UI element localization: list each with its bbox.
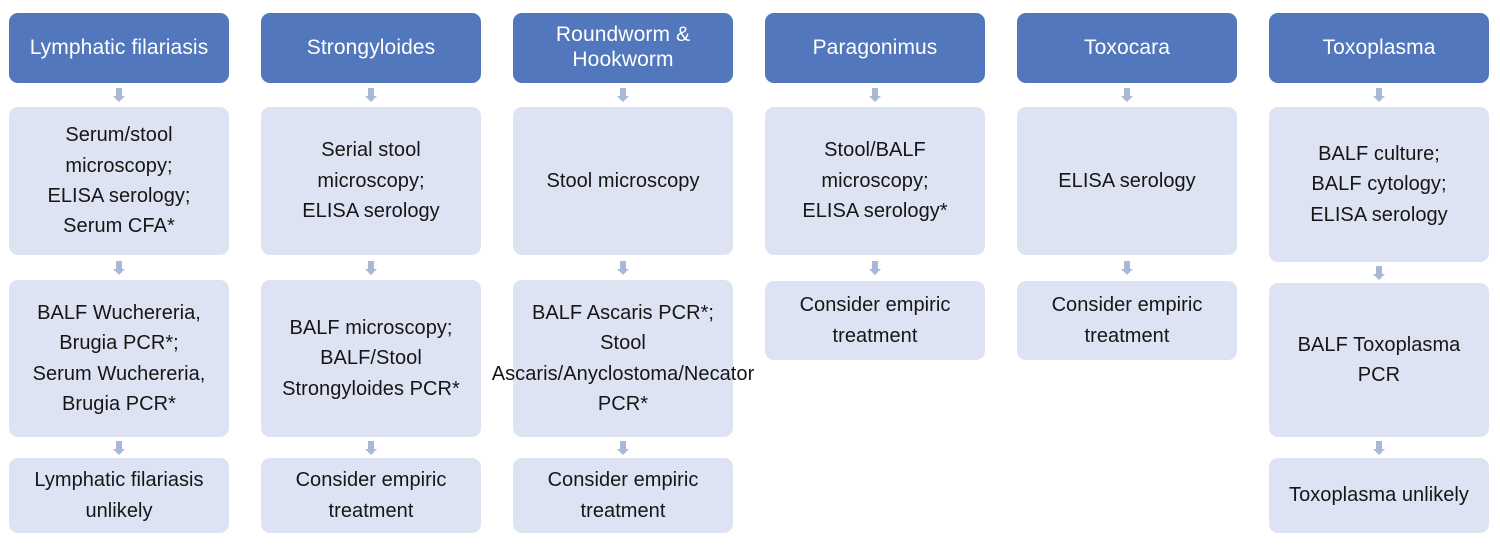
step-line: BALF Ascaris PCR*; <box>531 301 715 324</box>
header-toxoplasma[interactable]: Toxoplasma <box>1269 13 1489 83</box>
step-tp-step-2[interactable]: BALF Toxoplasma PCR <box>1269 283 1489 437</box>
step-line: Consider empiric treatment <box>295 469 447 522</box>
arrow-down-icon <box>869 261 881 275</box>
step-line: ELISA serology <box>1058 169 1196 192</box>
header-label: Strongyloides <box>306 35 436 59</box>
step-tp-step-1[interactable]: BALF culture; BALF cytology; ELISA serolog… <box>1269 107 1489 262</box>
step-tc-step-1[interactable]: ELISA serology <box>1017 107 1237 255</box>
step-line: Serum/stool microscopy; <box>65 124 173 177</box>
arrow-down-icon <box>617 88 629 102</box>
step-lf-step-1[interactable]: Serum/stool microscopy; ELISA serology; Se… <box>9 107 229 255</box>
step-line: Serum CFA* <box>63 215 175 238</box>
arrow-down-icon <box>113 441 125 455</box>
step-line: Stool Ascaris/Anyclostoma/Necator PCR* <box>491 332 755 415</box>
step-line: ELISA serology <box>302 200 440 223</box>
step-rh-step-1[interactable]: Stool microscopy <box>513 107 733 255</box>
step-tc-step-2[interactable]: Consider empiric treatment <box>1017 281 1237 360</box>
step-line: Stool microscopy <box>546 169 700 192</box>
step-st-step-1[interactable]: Serial stool microscopy; ELISA serology <box>261 107 481 255</box>
header-label: Toxocara <box>1083 35 1170 59</box>
header-strongyloides[interactable]: Strongyloides <box>261 13 481 83</box>
step-line: ELISA serology* <box>802 200 948 223</box>
step-line: BALF Toxoplasma PCR <box>1297 333 1461 386</box>
step-tp-step-3[interactable]: Toxoplasma unlikely <box>1269 458 1489 533</box>
step-line: BALF/Stool Strongyloides PCR* <box>282 347 460 400</box>
step-lf-step-3[interactable]: Lymphatic filariasis unlikely <box>9 458 229 533</box>
arrow-down-icon <box>365 441 377 455</box>
header-label: Toxoplasma <box>1322 35 1436 59</box>
step-st-step-2[interactable]: BALF microscopy; BALF/Stool Strongyloides… <box>261 280 481 437</box>
step-line: Lymphatic filariasis unlikely <box>34 469 204 522</box>
step-pa-step-1[interactable]: Stool/BALF microscopy; ELISA serology* <box>765 107 985 255</box>
arrow-down-icon <box>869 88 881 102</box>
arrow-down-icon <box>365 261 377 275</box>
arrow-down-icon <box>1121 261 1133 275</box>
arrow-down-icon <box>1121 88 1133 102</box>
step-st-step-3[interactable]: Consider empiric treatment <box>261 458 481 533</box>
step-line: Consider empiric treatment <box>1051 294 1203 347</box>
step-line: ELISA serology <box>1310 203 1448 226</box>
arrow-down-icon <box>365 88 377 102</box>
arrow-down-icon <box>617 441 629 455</box>
header-label: Lymphatic filariasis <box>29 35 209 59</box>
step-line: ELISA serology; <box>47 185 191 207</box>
step-rh-step-3[interactable]: Consider empiric treatment <box>513 458 733 533</box>
step-line: Consider empiric treatment <box>799 294 951 347</box>
step-line: Serial stool microscopy; <box>317 139 425 192</box>
header-toxocara[interactable]: Toxocara <box>1017 13 1237 83</box>
header-label: Paragonimus <box>812 35 938 59</box>
arrow-down-icon <box>617 261 629 275</box>
step-line: BALF cytology; <box>1311 173 1447 196</box>
arrow-down-icon <box>113 261 125 275</box>
arrow-down-icon <box>1373 88 1385 102</box>
step-lf-step-2[interactable]: BALF Wuchereria, Brugia PCR*; Serum Wuche… <box>9 280 229 437</box>
step-line: BALF microscopy; <box>289 316 453 339</box>
header-label: Roundworm & Hookworm <box>555 23 691 71</box>
step-line: BALF culture; <box>1318 142 1440 165</box>
step-rh-step-2[interactable]: BALF Ascaris PCR*; Stool Ascaris/Anyclost… <box>492 280 754 437</box>
step-pa-step-2[interactable]: Consider empiric treatment <box>765 281 985 360</box>
arrow-down-icon <box>1373 441 1385 455</box>
step-line: BALF Wuchereria, Brugia PCR*; <box>37 301 201 355</box>
header-roundworm-hookworm[interactable]: Roundworm & Hookworm <box>513 13 733 83</box>
arrow-down-icon <box>1373 266 1385 280</box>
step-line: Stool/BALF microscopy; <box>821 139 929 192</box>
arrow-down-icon <box>113 88 125 102</box>
header-lymphatic-filariasis[interactable]: Lymphatic filariasis <box>9 13 229 83</box>
step-line: Toxoplasma unlikely <box>1289 484 1469 507</box>
step-line: Serum Wuchereria, Brugia PCR* <box>32 362 206 415</box>
header-paragonimus[interactable]: Paragonimus <box>765 13 985 83</box>
step-line: Consider empiric treatment <box>547 469 699 522</box>
